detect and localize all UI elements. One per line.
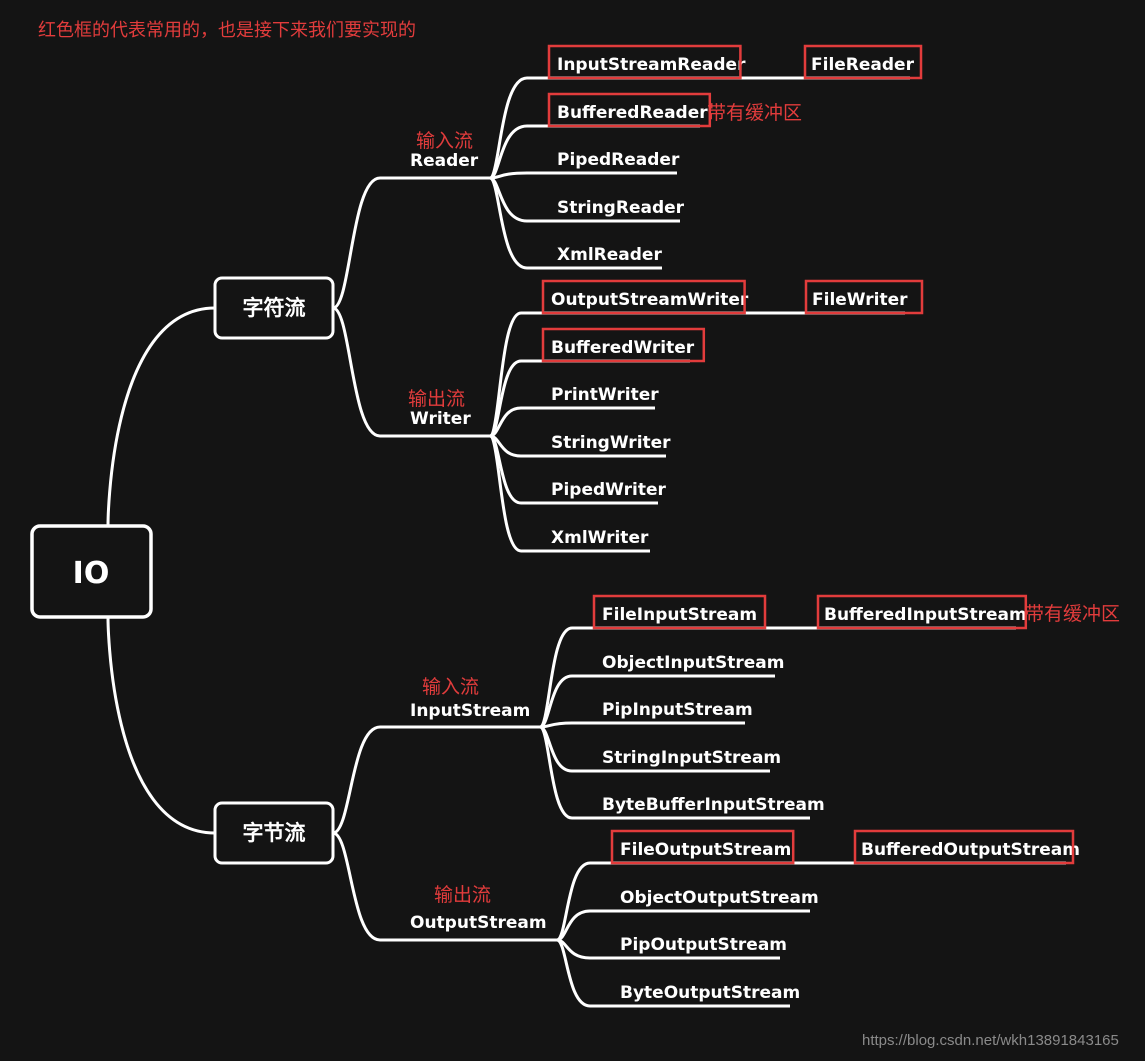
- mind-map-nodes: 红色框的代表常用的，也是接下来我们要实现的IO字符流输入流ReaderInput…: [30, 20, 1120, 1003]
- connector: [488, 359, 523, 438]
- child-label: BufferedInputStream: [824, 605, 1027, 625]
- root-label: IO: [73, 556, 110, 591]
- highlight-box: [592, 594, 767, 630]
- connector: [331, 725, 382, 835]
- branch-label: 字符流: [243, 296, 306, 320]
- group-cn-label: 输入流: [416, 130, 473, 152]
- child-label: FileWriter: [812, 290, 908, 310]
- highlight-box: [547, 44, 742, 80]
- connector: [106, 306, 217, 528]
- leaf-label: PipInputStream: [602, 700, 753, 720]
- group-cn-label: 输出流: [408, 388, 465, 410]
- connector: [331, 176, 382, 310]
- highlight-box: [547, 92, 712, 128]
- leaf-label: InputStreamReader: [557, 55, 746, 75]
- connector: [555, 909, 592, 942]
- child-label: BufferedOutputStream: [861, 840, 1080, 860]
- connector: [488, 124, 529, 180]
- leaf-label: XmlReader: [557, 245, 662, 265]
- connector: [488, 434, 523, 553]
- annotation-note: 带有缓冲区: [1025, 603, 1120, 625]
- leaf-label: PipedWriter: [551, 480, 666, 500]
- leaf-label: FileInputStream: [602, 605, 757, 625]
- leaf-label: ObjectOutputStream: [620, 888, 819, 908]
- connector: [555, 861, 592, 942]
- group-en-label: OutputStream: [410, 913, 547, 933]
- watermark: https://blog.csdn.net/wkh13891843165: [862, 1032, 1119, 1049]
- group-cn-label: 输入流: [422, 676, 479, 698]
- highlight-box: [816, 594, 1028, 630]
- highlight-box: [541, 279, 746, 315]
- root-node: [30, 524, 153, 619]
- connector: [538, 725, 574, 820]
- highlight-box: [853, 829, 1075, 865]
- leaf-label: StringReader: [557, 198, 685, 218]
- child-label: FileReader: [811, 55, 915, 75]
- leaf-label: BufferedWriter: [551, 338, 695, 358]
- highlight-box: [610, 829, 795, 865]
- highlight-box: [803, 44, 923, 80]
- connector: [331, 306, 382, 438]
- connector: [331, 831, 382, 942]
- group-cn-label: 输出流: [434, 884, 491, 906]
- branch-node: [213, 801, 335, 865]
- leaf-label: PipOutputStream: [620, 935, 787, 955]
- leaf-label: ObjectInputStream: [602, 653, 784, 673]
- branch-node: [213, 276, 335, 340]
- leaf-label: PipedReader: [557, 150, 680, 170]
- leaf-label: BufferedReader: [557, 103, 708, 123]
- group-en-label: InputStream: [410, 701, 530, 721]
- leaf-label: OutputStreamWriter: [551, 290, 749, 310]
- caption-text: 红色框的代表常用的，也是接下来我们要实现的: [38, 20, 416, 41]
- leaf-label: FileOutputStream: [620, 840, 791, 860]
- connector: [555, 938, 592, 1008]
- connector: [538, 674, 574, 729]
- leaf-label: StringInputStream: [602, 748, 781, 768]
- leaf-label: ByteBufferInputStream: [602, 795, 825, 815]
- leaf-label: XmlWriter: [551, 528, 649, 548]
- group-en-label: Writer: [410, 409, 471, 429]
- highlight-box: [541, 327, 706, 363]
- highlight-box: [804, 279, 924, 315]
- annotation-note: 带有缓冲区: [707, 102, 802, 124]
- leaf-label: PrintWriter: [551, 385, 659, 405]
- branch-label: 字节流: [243, 821, 306, 845]
- connector: [488, 176, 529, 270]
- leaf-label: StringWriter: [551, 433, 671, 453]
- connector: [106, 615, 217, 835]
- leaf-label: ByteOutputStream: [620, 983, 800, 1003]
- group-en-label: Reader: [410, 151, 479, 171]
